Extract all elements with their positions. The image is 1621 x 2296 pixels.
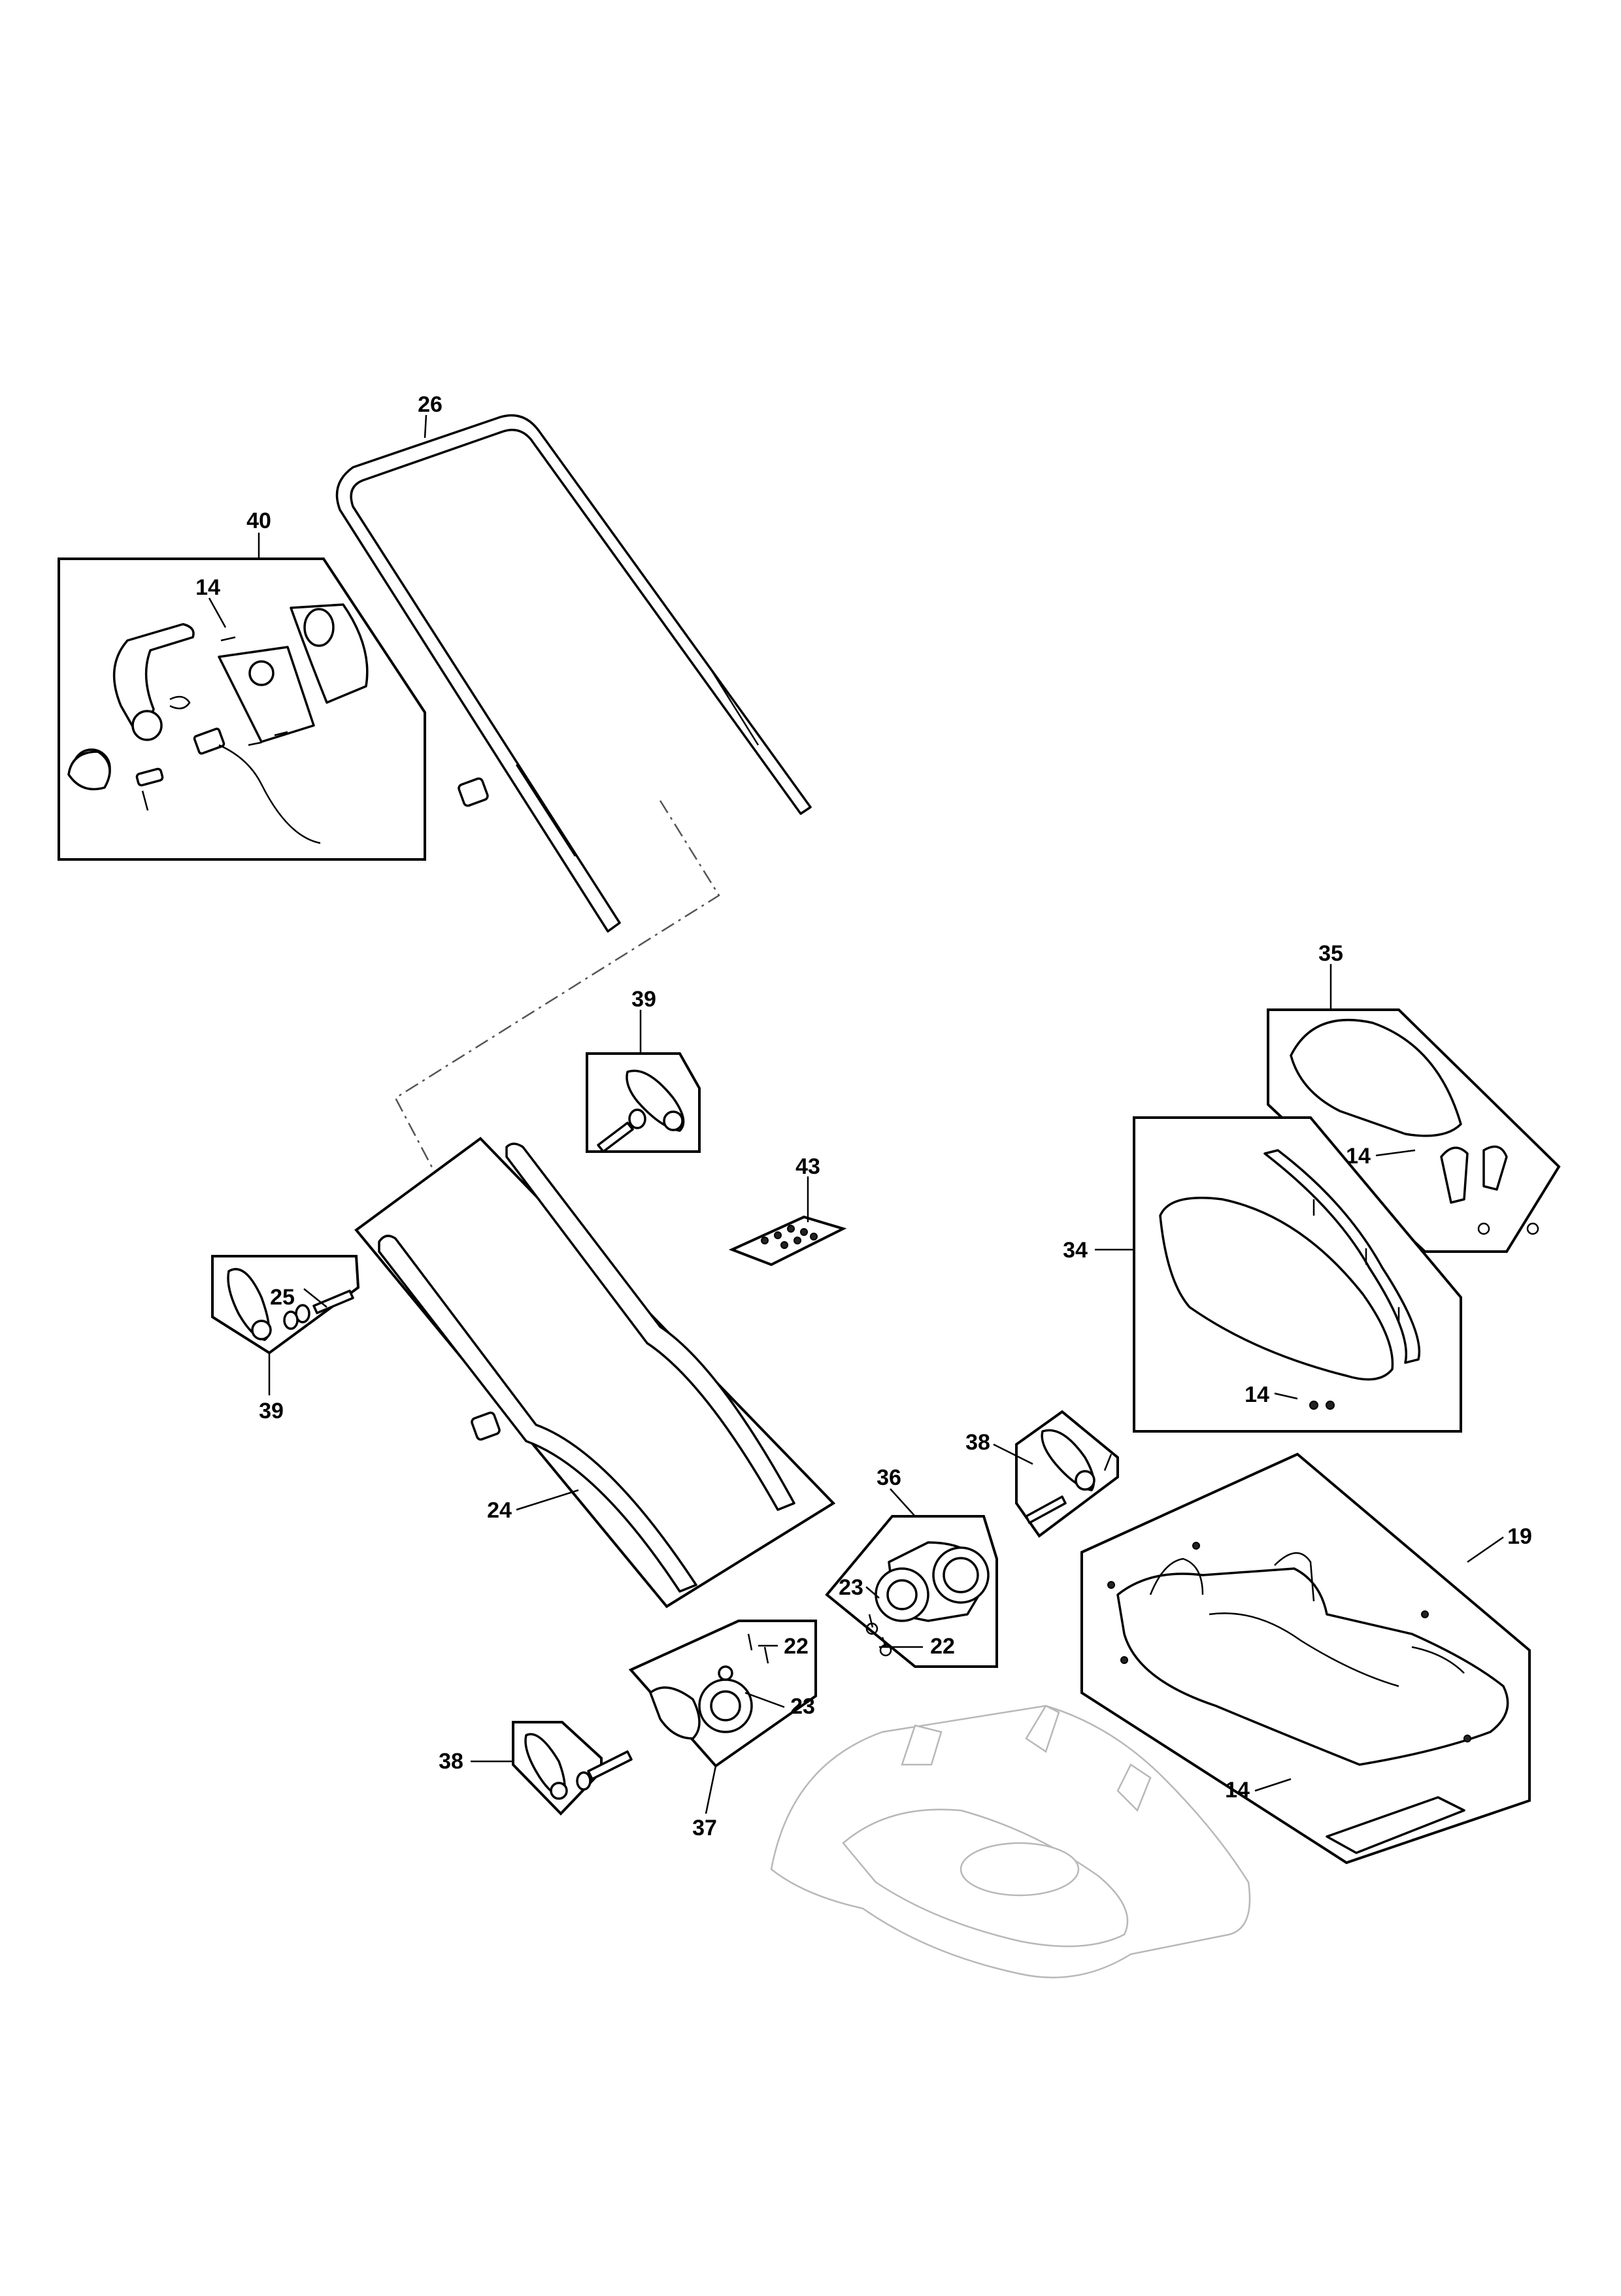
height-lever-top-parts [597, 1069, 685, 1153]
wheel-adjuster-left-parts [649, 1633, 769, 1740]
upper-handle-part [335, 414, 812, 933]
callout-39-left: 39 [259, 1399, 284, 1423]
callout-labels: 26 40 14 35 14 39 43 34 14 25 39 38 36 1… [195, 392, 1532, 1840]
leader-lines [208, 414, 1504, 1814]
callout-35: 35 [1318, 941, 1343, 966]
height-lever-bottom-parts [524, 1733, 633, 1800]
callout-14-cover: 14 [1346, 1144, 1371, 1169]
assembly-guide-line [394, 800, 720, 1216]
switch-kit-box [58, 557, 426, 861]
callout-22-upper: 22 [784, 1634, 809, 1659]
mower-body-parts [1107, 1542, 1509, 1854]
callout-14-body: 14 [1225, 1778, 1250, 1803]
callout-23-lower: 23 [790, 1694, 815, 1719]
callout-24: 24 [487, 1498, 512, 1523]
callout-37: 37 [692, 1816, 717, 1840]
callout-14-switch: 14 [195, 575, 220, 600]
top-cover-parts [1290, 1018, 1539, 1235]
callout-23-upper: 23 [839, 1575, 863, 1600]
callout-22-middle: 22 [930, 1634, 955, 1659]
callout-38-right: 38 [965, 1430, 990, 1455]
switch-kit-parts [67, 603, 369, 844]
wheel-adjuster-right-parts [865, 1541, 990, 1657]
callout-39-top: 39 [631, 987, 656, 1012]
callout-43: 43 [795, 1154, 820, 1179]
callout-25: 25 [270, 1285, 295, 1310]
callout-38-left: 38 [439, 1749, 463, 1774]
mower-deck-reference [770, 1705, 1251, 1978]
callout-36: 36 [877, 1465, 901, 1490]
grass-box-parts [1159, 1149, 1421, 1410]
callout-34: 34 [1063, 1238, 1088, 1263]
screw-kit-bag [728, 1215, 847, 1267]
callout-14-box: 14 [1245, 1382, 1269, 1407]
callout-26: 26 [418, 392, 443, 417]
lower-handle-box [354, 1137, 836, 1608]
callout-40: 40 [246, 508, 271, 533]
height-lever-left-parts [227, 1268, 354, 1341]
callout-19: 19 [1507, 1524, 1532, 1549]
height-lever-right-parts [1025, 1429, 1112, 1524]
lower-handle-parts [378, 1142, 795, 1593]
screw-kit-parts [761, 1225, 818, 1249]
